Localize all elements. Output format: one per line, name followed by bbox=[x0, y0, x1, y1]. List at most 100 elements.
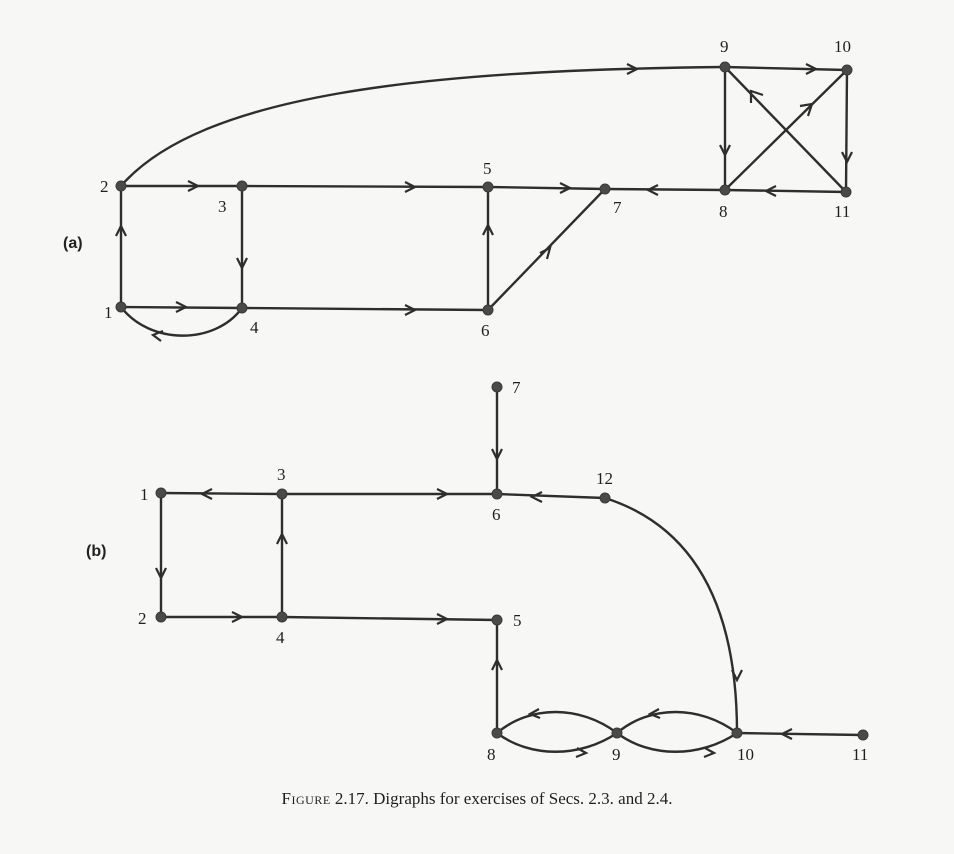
edge-a-4-1-curve bbox=[119, 305, 244, 337]
node-label-a-8: 8 bbox=[719, 202, 728, 221]
arrow-icon bbox=[779, 728, 793, 740]
node-a-2 bbox=[115, 180, 127, 192]
node-label-a-10: 10 bbox=[834, 37, 851, 56]
arrow-icon bbox=[404, 181, 418, 193]
arrow-icon bbox=[559, 182, 573, 194]
node-a-8 bbox=[719, 184, 731, 196]
node-label-a-3: 3 bbox=[218, 197, 227, 216]
arrow-icon bbox=[404, 304, 418, 316]
arrow-icon bbox=[199, 488, 213, 500]
nodes-b bbox=[155, 381, 869, 741]
arrow-icon bbox=[231, 611, 245, 623]
node-a-9 bbox=[719, 61, 731, 73]
edge-a-11-8 bbox=[723, 188, 848, 194]
edge-a-10-11 bbox=[844, 68, 849, 194]
node-labels-a: 1 2 3 4 5 6 7 8 9 10 11 bbox=[100, 37, 851, 340]
caption-text: Digraphs for exercises of Secs. 2.3. and… bbox=[373, 789, 673, 808]
edge-a-2-9-curve bbox=[119, 65, 727, 188]
edge-a-11-9 bbox=[723, 65, 848, 194]
edges-a bbox=[119, 65, 849, 337]
edge-b-11-10 bbox=[735, 731, 865, 737]
node-label-a-9: 9 bbox=[720, 37, 729, 56]
arrow-icon bbox=[436, 488, 450, 500]
arrow-icon bbox=[276, 531, 288, 545]
node-a-5 bbox=[482, 181, 494, 193]
edge-b-10-9-curve bbox=[615, 710, 739, 735]
edge-b-3-1 bbox=[159, 491, 284, 496]
arrow-icon bbox=[841, 151, 853, 165]
node-label-b-11: 11 bbox=[852, 745, 868, 764]
edge-b-9-10-curve bbox=[615, 731, 739, 753]
node-label-b-12: 12 bbox=[596, 469, 613, 488]
edges-b bbox=[159, 385, 865, 753]
arrow-icon bbox=[799, 102, 814, 117]
node-b-1 bbox=[155, 487, 167, 499]
panel-label-b: (b) bbox=[86, 543, 106, 560]
node-b-4 bbox=[276, 611, 288, 623]
node-b-9 bbox=[611, 727, 623, 739]
node-label-b-3: 3 bbox=[277, 465, 286, 484]
nodes-a bbox=[115, 61, 853, 316]
arrow-icon bbox=[647, 708, 661, 720]
digraph-b: (b) bbox=[86, 378, 869, 764]
node-b-7 bbox=[491, 381, 503, 393]
node-label-b-9: 9 bbox=[612, 745, 621, 764]
node-label-a-7: 7 bbox=[613, 198, 622, 217]
edge-b-4-5 bbox=[280, 615, 499, 622]
arrow-icon bbox=[155, 567, 167, 581]
edge-b-12-6 bbox=[495, 492, 607, 500]
arrow-icon bbox=[491, 448, 503, 462]
node-a-7 bbox=[599, 183, 611, 195]
arrow-icon bbox=[626, 63, 640, 75]
arrow-icon bbox=[645, 184, 659, 196]
node-label-b-7: 7 bbox=[512, 378, 521, 397]
node-label-a-2: 2 bbox=[100, 177, 109, 196]
figure-caption: Figure 2.17. Digraphs for exercises of S… bbox=[0, 789, 954, 809]
arrowheads-a bbox=[115, 63, 853, 342]
arrow-icon bbox=[749, 89, 764, 103]
arrowheads-b bbox=[155, 448, 793, 759]
node-a-11 bbox=[840, 186, 852, 198]
edge-a-8-7 bbox=[603, 187, 727, 192]
arrow-icon bbox=[731, 669, 743, 683]
arrow-icon bbox=[719, 144, 731, 158]
edge-a-4-6 bbox=[240, 306, 490, 312]
node-a-10 bbox=[841, 64, 853, 76]
node-b-3 bbox=[276, 488, 288, 500]
arrow-icon bbox=[805, 63, 819, 75]
node-label-b-4: 4 bbox=[276, 628, 285, 647]
caption-prefix: Figure bbox=[281, 789, 331, 808]
node-label-a-1: 1 bbox=[104, 303, 113, 322]
edge-a-3-5 bbox=[240, 184, 490, 189]
edge-b-9-8-curve bbox=[495, 710, 619, 735]
arrow-icon bbox=[527, 708, 541, 720]
node-a-1 bbox=[115, 301, 127, 313]
arrow-icon bbox=[575, 747, 589, 759]
node-label-b-8: 8 bbox=[487, 745, 496, 764]
edge-a-5-7 bbox=[486, 185, 607, 191]
node-label-a-5: 5 bbox=[483, 159, 492, 178]
node-label-b-10: 10 bbox=[737, 745, 754, 764]
node-labels-b: 1 2 3 4 5 6 7 8 9 10 11 12 bbox=[138, 378, 868, 764]
arrow-icon bbox=[482, 222, 494, 236]
arrow-icon bbox=[115, 223, 127, 237]
panel-label-a: (a) bbox=[63, 235, 83, 252]
node-b-2 bbox=[155, 611, 167, 623]
arrow-icon bbox=[703, 747, 717, 759]
node-label-a-6: 6 bbox=[481, 321, 490, 340]
arrow-icon bbox=[763, 185, 777, 197]
node-b-6 bbox=[491, 488, 503, 500]
arrow-icon bbox=[175, 301, 189, 313]
arrow-icon bbox=[529, 491, 543, 503]
node-a-4 bbox=[236, 302, 248, 314]
node-a-3 bbox=[236, 180, 248, 192]
node-label-a-11: 11 bbox=[834, 202, 850, 221]
arrow-icon bbox=[187, 180, 201, 192]
arrow-icon bbox=[491, 657, 503, 671]
edge-b-12-10-curve bbox=[603, 496, 739, 735]
node-b-5 bbox=[491, 614, 503, 626]
node-b-11 bbox=[857, 729, 869, 741]
arrow-icon bbox=[436, 613, 450, 625]
node-label-b-1: 1 bbox=[140, 485, 149, 504]
node-b-10 bbox=[731, 727, 743, 739]
